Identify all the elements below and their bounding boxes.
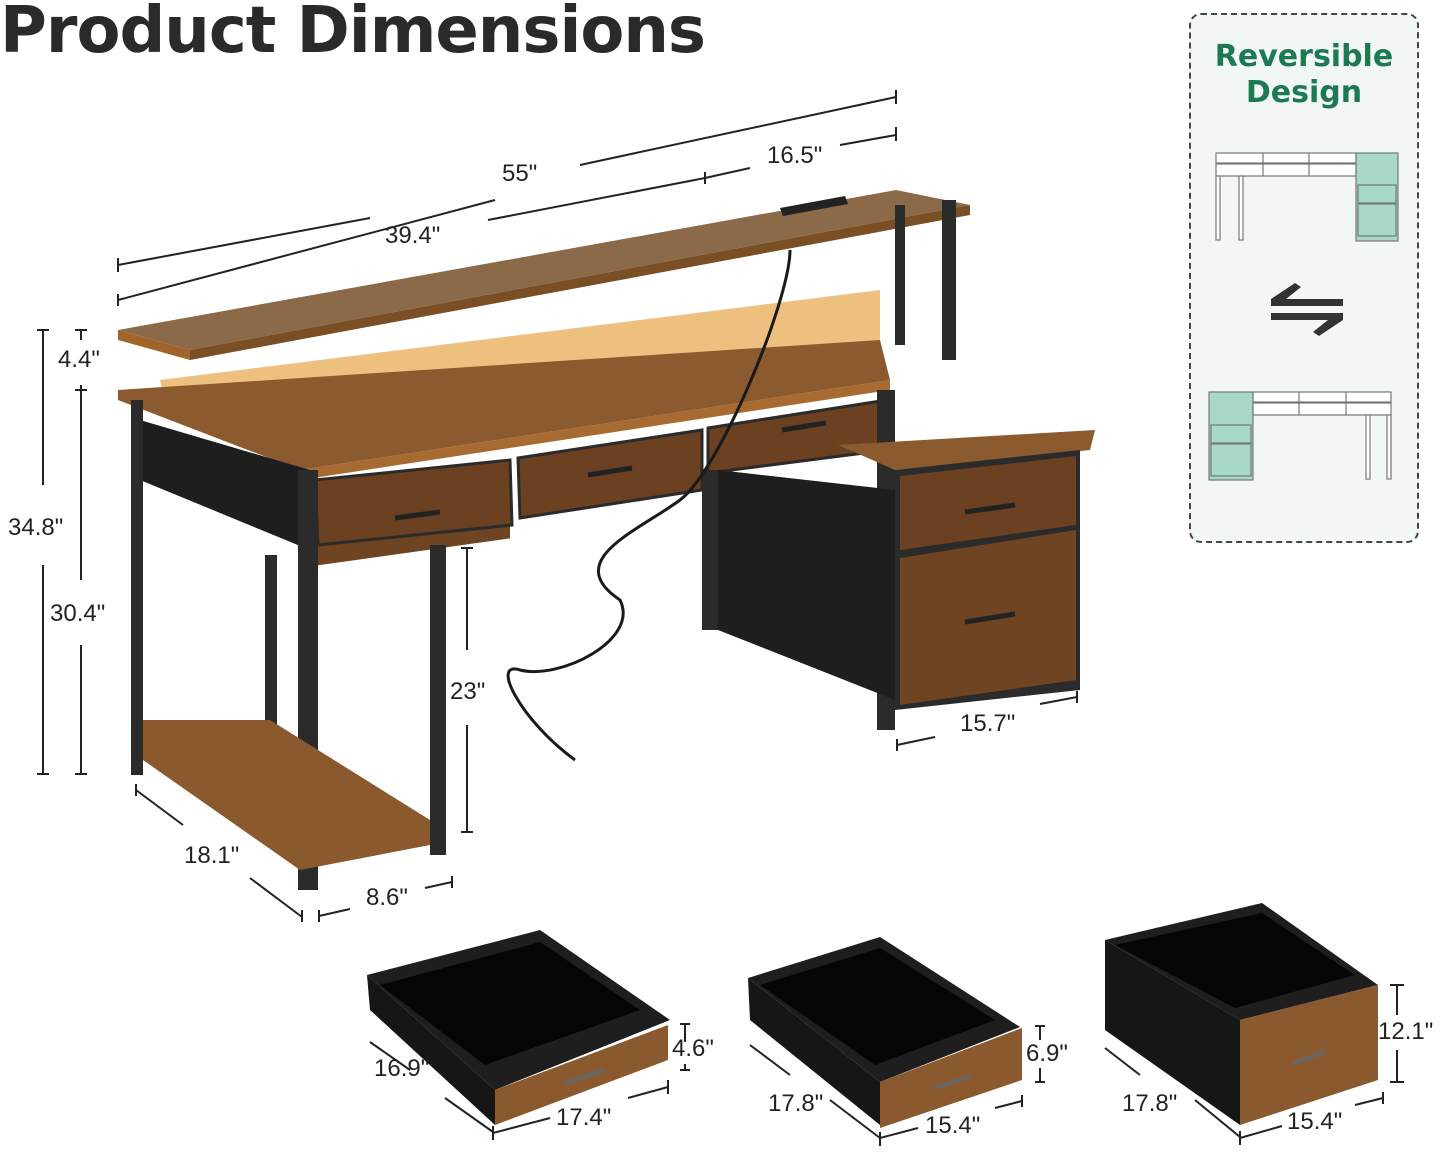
drawer1-height: 4.6" xyxy=(672,1035,714,1062)
dim-desk-height: 30.4" xyxy=(50,600,106,627)
desk-left-cabinet-diagram xyxy=(1208,391,1392,481)
drawer3-width: 15.4" xyxy=(1287,1108,1343,1135)
dim-stand-height: 4.4" xyxy=(58,346,100,373)
drawer3-height: 12.1" xyxy=(1378,1018,1434,1045)
reversible-title: Reversible Design xyxy=(1214,39,1394,110)
dim-depth: 18.1" xyxy=(184,842,240,869)
reversible-design-panel: Reversible Design xyxy=(1189,13,1419,543)
drawer1-depth: 16.9" xyxy=(374,1055,430,1082)
dim-stand-extension: 16.5" xyxy=(767,142,823,169)
desk-right-cabinet-diagram xyxy=(1215,152,1399,242)
dim-total-height: 34.8" xyxy=(8,514,64,541)
drawer2-width: 15.4" xyxy=(925,1112,981,1139)
drawer2-depth: 17.8" xyxy=(768,1090,824,1117)
swap-arrows-icon xyxy=(1271,283,1343,336)
dim-leg-clearance: 23" xyxy=(450,678,486,705)
dim-shelf-width: 8.6" xyxy=(366,884,408,911)
drawer2-height: 6.9" xyxy=(1026,1040,1068,1067)
dim-total-width: 55" xyxy=(502,160,538,187)
dim-cabinet-width: 15.7" xyxy=(960,710,1016,737)
dim-desk-width: 39.4" xyxy=(385,222,441,249)
drawer3-depth: 17.8" xyxy=(1122,1090,1178,1117)
page-title: Product Dimensions xyxy=(0,0,706,68)
drawer1-width: 17.4" xyxy=(556,1104,612,1131)
reversible-diagrams xyxy=(1208,152,1399,481)
